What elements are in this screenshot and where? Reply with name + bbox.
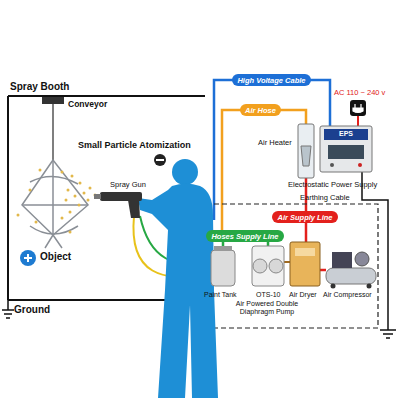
compressor-label: Air Compressor xyxy=(323,291,372,299)
particle xyxy=(35,221,38,224)
particle xyxy=(74,195,77,198)
spray-particles xyxy=(17,169,97,234)
frame-arcs xyxy=(30,176,78,234)
knob xyxy=(358,163,362,167)
dryer-panel xyxy=(295,248,315,256)
air-heater xyxy=(298,124,314,178)
dryer-label: Air Dryer xyxy=(289,291,317,299)
pump-label: Air Powered Double Diaphragm Pump xyxy=(226,300,308,317)
particle xyxy=(79,182,82,185)
operator-body xyxy=(138,184,218,399)
cable-name: Air Supply Line xyxy=(277,213,332,222)
particle xyxy=(89,187,92,190)
conveyor-label: Conveyor xyxy=(68,99,107,109)
particle xyxy=(61,171,64,174)
gun-nozzle xyxy=(94,194,101,199)
negative-charge xyxy=(154,154,166,166)
power-supply-panel xyxy=(324,129,368,140)
booth-label: Spray Booth xyxy=(10,81,69,93)
conveyor-rail xyxy=(42,97,64,104)
cable-tag: Air Hose xyxy=(240,104,281,116)
object-label: Object xyxy=(40,251,71,263)
power-cord xyxy=(357,116,359,126)
particle xyxy=(67,189,70,192)
particle xyxy=(29,189,32,192)
booth-wall xyxy=(7,96,9,300)
particle xyxy=(69,231,72,234)
particle xyxy=(83,192,86,195)
power-plug xyxy=(350,100,366,116)
wheel xyxy=(331,284,336,289)
heater-label: Air Heater xyxy=(258,138,292,147)
heater-bowl xyxy=(301,146,311,166)
equipment-region xyxy=(198,204,378,328)
diaphragm xyxy=(253,259,267,273)
diaphragm xyxy=(269,259,283,273)
particle xyxy=(69,211,72,214)
cable-tag: Hoses Supply Line xyxy=(206,230,284,242)
cable-tag: Air Supply Line xyxy=(272,211,338,223)
diaphragm-pump xyxy=(252,246,284,286)
voltage-label: AC 110 ~ 240 v xyxy=(334,88,385,97)
particle xyxy=(61,217,64,220)
model-label: OTS-10 xyxy=(256,291,281,299)
frame-outline xyxy=(22,160,88,235)
ground-label: Ground xyxy=(14,304,50,316)
process-label: Small Particle Atomization xyxy=(78,140,191,151)
brand-label: EPS xyxy=(339,130,353,138)
air-supply-line xyxy=(320,269,326,272)
frame-legs xyxy=(45,235,62,248)
particle xyxy=(87,199,90,202)
gun-barrel xyxy=(100,192,142,201)
particle xyxy=(17,214,20,217)
knob xyxy=(330,163,334,167)
paint-tank xyxy=(211,250,235,286)
ground-symbol xyxy=(380,330,396,338)
particle xyxy=(78,204,81,207)
particle xyxy=(39,169,42,172)
compressor-tank xyxy=(326,268,376,284)
cable-name: High Voltage Cable xyxy=(237,76,305,85)
tank-label: Paint Tank xyxy=(204,291,237,299)
plug-symbol xyxy=(353,104,363,113)
earthing-cable xyxy=(362,172,388,330)
gun-label: Spray Gun xyxy=(110,180,146,189)
power-supply-screen xyxy=(328,145,364,159)
cable-tag: High Voltage Cable xyxy=(232,74,311,86)
power-supply xyxy=(320,126,372,172)
operator-head xyxy=(172,159,198,185)
power-supply-label: Electrostatic Power Supply xyxy=(288,180,377,189)
positive-charge xyxy=(20,250,36,266)
booth-roof xyxy=(8,95,205,97)
particle xyxy=(71,175,74,178)
cable-name: Air Hose xyxy=(245,106,276,115)
wheel xyxy=(367,284,372,289)
plus-sign xyxy=(24,254,32,262)
particle xyxy=(65,199,68,202)
object-frame xyxy=(22,160,88,248)
air-dryer xyxy=(290,242,320,286)
compressor-motor xyxy=(332,252,352,268)
tank-lid xyxy=(214,246,232,251)
ground-symbol xyxy=(2,300,14,318)
gun-grip xyxy=(128,200,140,218)
hanger xyxy=(52,104,54,160)
frame-cross xyxy=(22,160,88,235)
air-line xyxy=(284,261,290,263)
cable-name: Hoses Supply Line xyxy=(211,232,278,241)
earthing-label: Earthing Cable xyxy=(300,193,350,202)
minus-sign xyxy=(156,159,164,161)
compressor-pulley xyxy=(355,252,369,266)
